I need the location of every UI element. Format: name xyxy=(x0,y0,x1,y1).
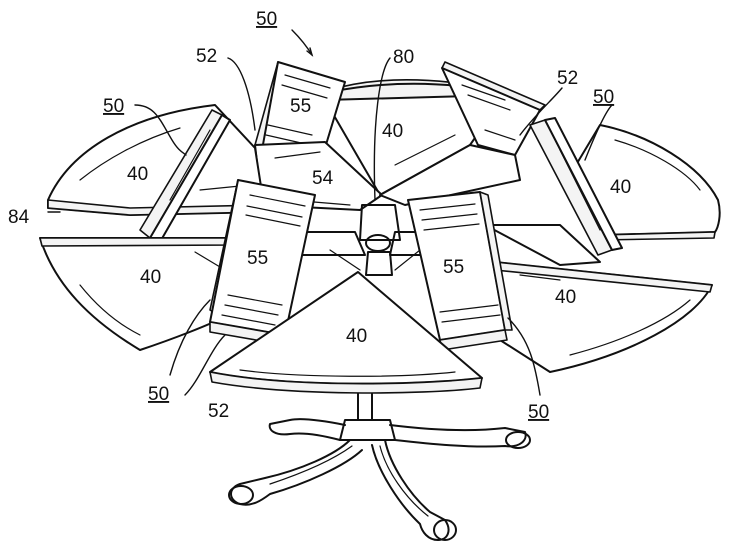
label-50-right: 50 xyxy=(593,87,614,108)
label-52-right: 52 xyxy=(557,68,578,89)
label-54: 54 xyxy=(312,168,334,189)
label-52-top: 52 xyxy=(196,46,217,67)
label-80: 80 xyxy=(393,47,414,68)
leaf-top-right xyxy=(379,61,546,206)
wedge-left-top-40 xyxy=(47,104,266,243)
pedestal-base xyxy=(228,391,531,541)
leaf-right-55 xyxy=(407,191,513,351)
label-40-left-top: 40 xyxy=(127,164,148,185)
leader-lines xyxy=(47,29,613,396)
wedge-right-40 xyxy=(494,261,713,373)
label-50-top: 50 xyxy=(256,9,277,30)
reference-labels: 50 52 80 50 52 50 84 55 40 40 54 40 55 5… xyxy=(8,9,631,423)
label-50-bottom-left: 50 xyxy=(148,384,169,405)
label-40-left: 40 xyxy=(140,267,161,288)
label-40-center: 40 xyxy=(382,121,403,142)
wedge-front-40 xyxy=(209,271,483,394)
label-50-left: 50 xyxy=(103,96,124,117)
label-55-top: 55 xyxy=(290,96,311,117)
label-55-right: 55 xyxy=(443,257,464,278)
label-55-left: 55 xyxy=(247,248,268,269)
label-40-right-top: 40 xyxy=(610,177,631,198)
label-84: 84 xyxy=(8,207,30,228)
label-50-bottom-right: 50 xyxy=(528,402,549,423)
label-52-bottom: 52 xyxy=(208,401,229,422)
label-40-right: 40 xyxy=(555,287,576,308)
label-40-front: 40 xyxy=(346,326,367,347)
wedge-left-40 xyxy=(39,237,241,351)
wedge-right-top-40 xyxy=(484,117,721,266)
